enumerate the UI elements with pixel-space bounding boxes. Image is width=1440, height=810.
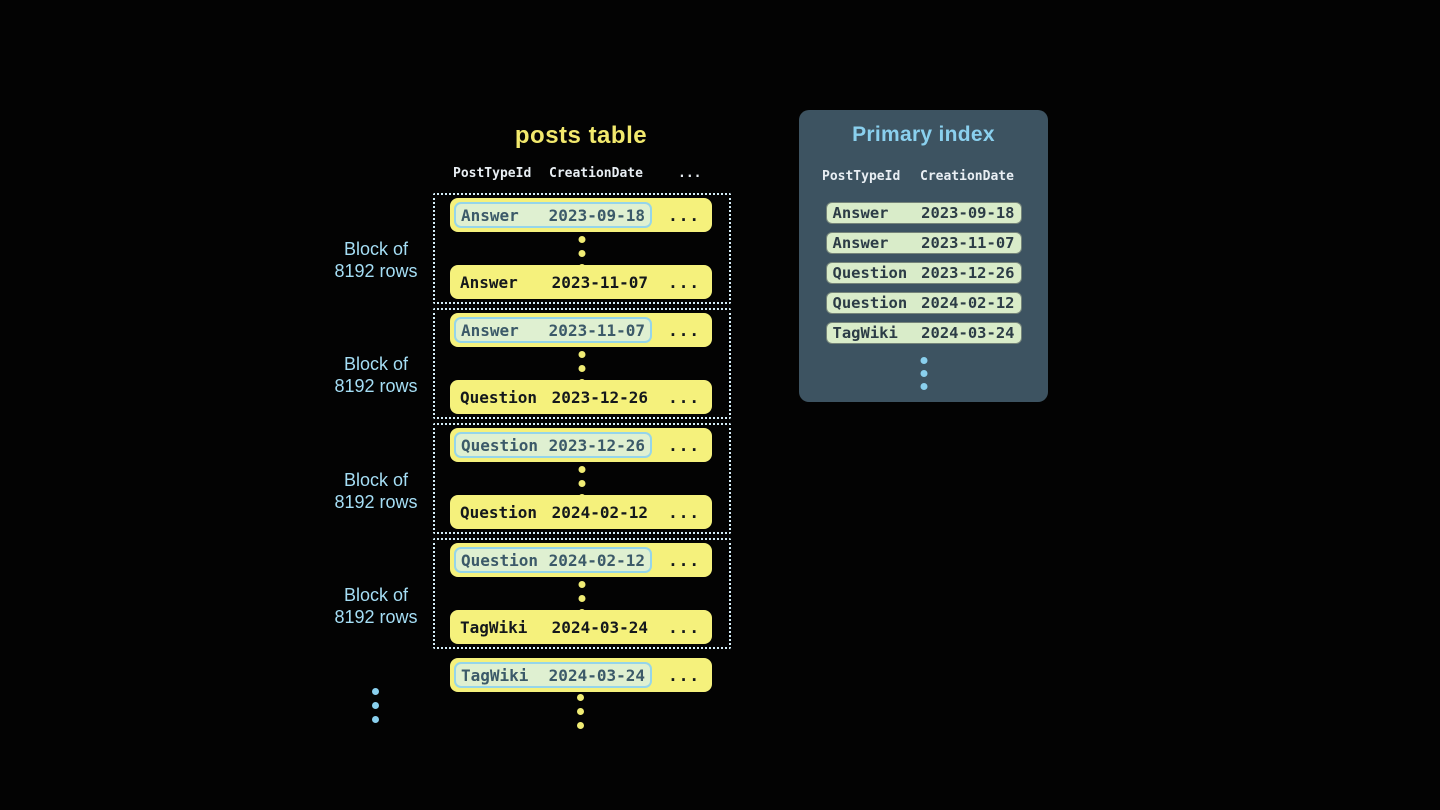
block-4: Question 2024-02-12 ... TagWiki 2024-03-…: [433, 538, 731, 649]
block-1: Answer 2023-09-18 ... Answer 2023-11-07 …: [433, 193, 731, 304]
block-4-label: Block of 8192 rows: [334, 585, 418, 627]
creation-date: 2023-11-07: [548, 320, 645, 340]
column-header-creationdate: CreationDate: [549, 166, 643, 181]
blocks-continue-dots-icon: [372, 688, 379, 723]
block-3-label: Block of 8192 rows: [334, 470, 418, 512]
highlight-pill: Answer 2023-09-18: [454, 202, 652, 228]
row-ellipsis: ...: [668, 272, 700, 292]
row-cells: Question 2023-12-26: [460, 388, 648, 407]
posts-table-title: posts table: [514, 122, 648, 149]
block-3-first-row: Question 2023-12-26 ...: [450, 428, 712, 462]
index-entry: Answer 2023-11-07: [825, 232, 1022, 254]
block-2-label: Block of 8192 rows: [334, 354, 418, 396]
index-entry: Question 2024-02-12: [825, 292, 1022, 314]
block-3: Question 2023-12-26 ... Question 2024-02…: [433, 423, 731, 534]
index-entry: TagWiki 2024-03-24: [825, 322, 1022, 344]
post-type: Answer: [832, 234, 889, 252]
post-type: Answer: [461, 320, 519, 340]
row-ellipsis: ...: [668, 550, 700, 570]
highlight-pill: Answer 2023-11-07: [454, 317, 652, 343]
creation-date: 2023-11-07: [551, 272, 648, 292]
creation-date: 2023-09-18: [548, 205, 645, 225]
row-ellipsis: ...: [668, 502, 700, 522]
post-type: Question: [460, 502, 538, 522]
creation-date: 2023-12-26: [921, 264, 1015, 282]
creation-date: 2023-11-07: [921, 234, 1015, 252]
index-entry: Answer 2023-09-18: [825, 202, 1022, 224]
post-type: Question: [832, 264, 908, 282]
row-ellipsis: ...: [668, 617, 700, 637]
row-ellipsis: ...: [668, 665, 700, 685]
creation-date: 2024-02-12: [551, 502, 648, 522]
post-type: Question: [460, 387, 538, 407]
index-entry: Question 2023-12-26: [825, 262, 1022, 284]
creation-date: 2024-03-24: [551, 617, 648, 637]
block-2-last-row: Question 2023-12-26 ...: [450, 380, 712, 414]
block-4-first-row: Question 2024-02-12 ...: [450, 543, 712, 577]
creation-date: 2024-03-24: [921, 324, 1015, 342]
block-1-last-row: Answer 2023-11-07 ...: [450, 265, 712, 299]
posts-table-column-headers: PostTypeId CreationDate ...: [433, 166, 731, 184]
post-type: Answer: [460, 272, 518, 292]
post-type: TagWiki: [460, 617, 528, 637]
primary-index-column-headers: PostTypeId CreationDate: [799, 169, 1048, 185]
block-2: Answer 2023-11-07 ... Question 2023-12-2…: [433, 308, 731, 419]
post-type: Answer: [832, 204, 889, 222]
creation-date: 2024-02-12: [548, 550, 645, 570]
block-3-last-row: Question 2024-02-12 ...: [450, 495, 712, 529]
table-continues-dots-icon: [577, 694, 584, 729]
post-type: Question: [832, 294, 908, 312]
row-ellipsis: ...: [668, 205, 700, 225]
row-ellipsis: ...: [668, 387, 700, 407]
creation-date: 2023-12-26: [548, 435, 645, 455]
highlight-pill: Question 2023-12-26: [454, 432, 652, 458]
highlight-pill: TagWiki 2024-03-24: [454, 662, 652, 688]
primary-index-title: Primary index: [852, 123, 995, 146]
trailing-row: TagWiki 2024-03-24 ...: [450, 658, 712, 692]
row-cells: Answer 2023-11-07: [460, 273, 648, 292]
column-header-more: ...: [678, 166, 702, 181]
post-type: TagWiki: [832, 324, 898, 342]
highlight-pill: Question 2024-02-12: [454, 547, 652, 573]
primary-index-panel: Primary index PostTypeId CreationDate An…: [799, 110, 1048, 402]
column-header-creationdate: CreationDate: [920, 169, 1014, 184]
post-type: Answer: [461, 205, 519, 225]
post-type: Question: [461, 435, 539, 455]
row-ellipsis: ...: [668, 435, 700, 455]
block-1-first-row: Answer 2023-09-18 ...: [450, 198, 712, 232]
column-header-posttypeid: PostTypeId: [453, 166, 532, 181]
row-ellipsis: ...: [668, 320, 700, 340]
row-cells: Question 2024-02-12: [460, 503, 648, 522]
primary-index-rows: Answer 2023-09-18 Answer 2023-11-07 Ques…: [799, 202, 1048, 344]
creation-date: 2024-03-24: [548, 665, 645, 685]
index-continues-dots-icon: [920, 357, 927, 390]
column-header-posttypeid: PostTypeId: [822, 169, 901, 184]
block-2-first-row: Answer 2023-11-07 ...: [450, 313, 712, 347]
creation-date: 2023-12-26: [551, 387, 648, 407]
post-type: TagWiki: [461, 665, 529, 685]
row-cells: TagWiki 2024-03-24: [460, 618, 648, 637]
block-4-last-row: TagWiki 2024-03-24 ...: [450, 610, 712, 644]
post-type: Question: [461, 550, 539, 570]
creation-date: 2024-02-12: [921, 294, 1015, 312]
block-1-label: Block of 8192 rows: [334, 239, 418, 281]
creation-date: 2023-09-18: [921, 204, 1015, 222]
